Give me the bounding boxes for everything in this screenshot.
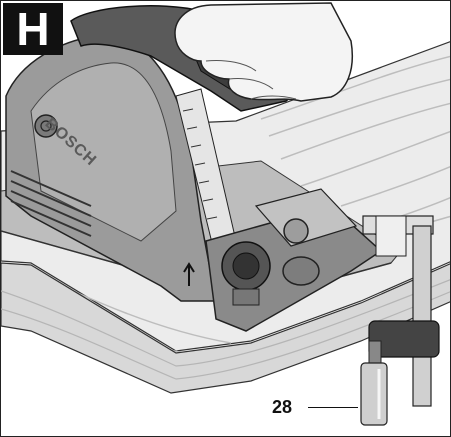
bosch-logo (34, 114, 58, 138)
locking-knob (282, 256, 320, 286)
callout-label-28: 28 (272, 397, 293, 417)
glove-fingers (205, 60, 297, 100)
arrow-up-icon (183, 262, 195, 286)
callout-leader-line (308, 407, 358, 408)
depth-scale-ticks (182, 108, 218, 220)
panel-letter: H (16, 3, 50, 55)
clamp-handle (360, 362, 388, 426)
wood-board-front (1, 262, 450, 394)
clamp-bar (412, 225, 432, 407)
motor-vents (10, 170, 92, 237)
gloved-hand (174, 2, 353, 102)
panel-label-badge: H (3, 3, 63, 55)
depth-knob (283, 218, 309, 244)
bevel-adjust-block (254, 188, 358, 247)
clamp-slider (368, 320, 440, 358)
wood-front-grain (1, 279, 450, 380)
